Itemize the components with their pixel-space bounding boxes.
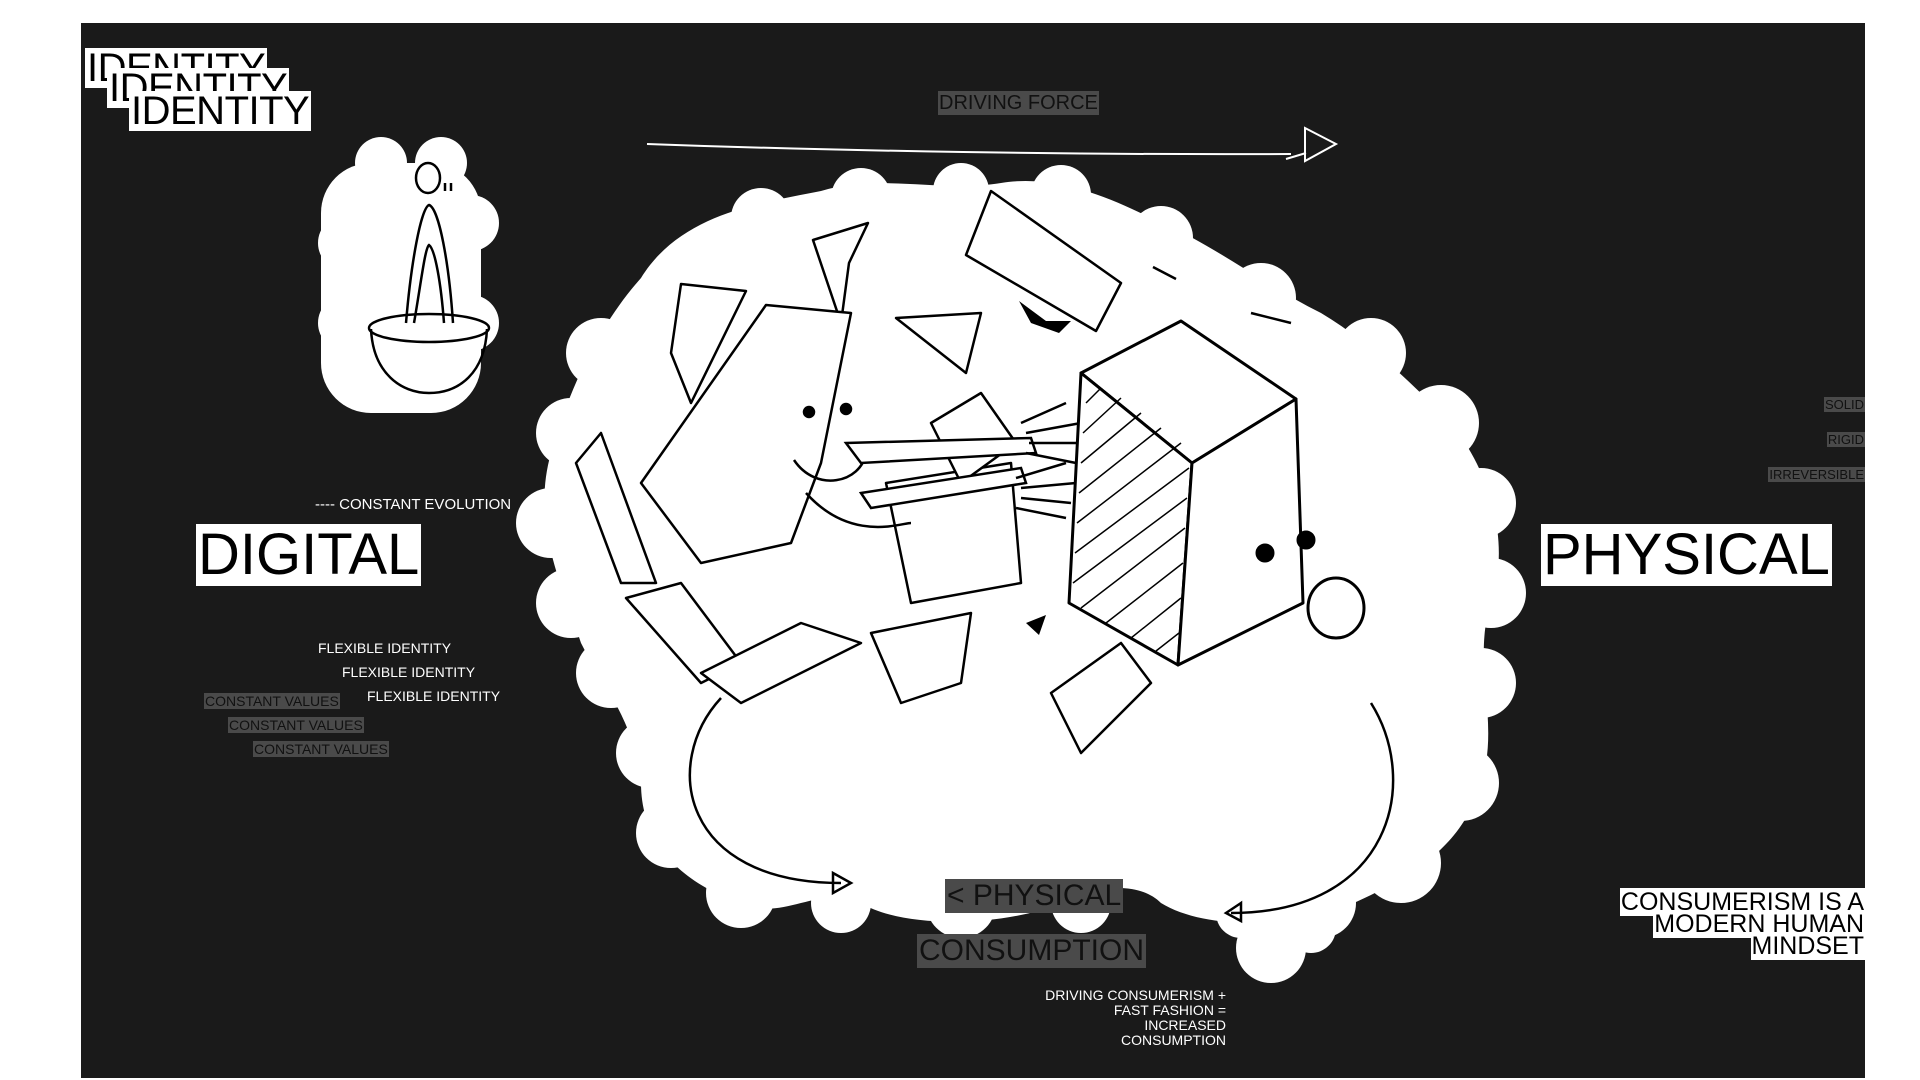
small-bird-shape [1019,301,1071,635]
trait-solid: SOLID [1823,397,1865,412]
flexible-identity-3: FLEXIBLE IDENTITY [367,688,501,704]
digital-label: DIGITAL [196,522,422,587]
physical-label: PHYSICAL [1541,522,1832,587]
consumerism-line-3: MINDSET [1750,932,1865,960]
illustration-canvas [318,126,1526,983]
whiteboard-canvas: IDENTITY IDENTITY IDENTITY DRIVING FORCE… [81,23,1865,1078]
constant-values-3: CONSTANT VALUES [253,741,389,757]
person-cloud-blob [318,137,499,413]
driving-consumerism-line-2: FAST FASHION = [1113,1002,1226,1018]
trait-irreversible: IRREVERSIBLE [1768,467,1865,482]
driving-consumerism-line-1: DRIVING CONSUMERISM + [1045,987,1226,1003]
driving-consumerism-note: DRIVING CONSUMERISM + FAST FASHION = INC… [1001,988,1226,1048]
physical-consumption-line-2: CONSUMPTION [917,934,1146,968]
flexible-identity-1: FLEXIBLE IDENTITY [318,640,452,656]
broken-shards [574,189,1292,755]
constant-values-2: CONSTANT VALUES [228,717,364,733]
driving-consumerism-line-3: INCREASED [1144,1017,1226,1033]
consumerism-statement: CONSUMERISM IS A MODERN HUMAN MINDSET [1619,888,1865,960]
person-on-bowl-icon [367,161,491,395]
creature-arms [843,401,1082,520]
cycle-arrows [688,697,1395,924]
trait-rigid: RIGID [1826,432,1865,447]
driving-consumerism-line-4: CONSUMPTION [1121,1032,1226,1048]
physical-consumption-line-1: < PHYSICAL [945,879,1124,913]
identity-word-3: IDENTITY [129,89,312,133]
cube-icon [1067,319,1366,667]
flexible-identity-2: FLEXIBLE IDENTITY [342,664,476,680]
constant-values-1: CONSTANT VALUES [204,693,340,709]
driving-force-label: DRIVING FORCE [938,91,1099,115]
constant-evolution-label: ---- CONSTANT EVOLUTION [315,496,512,513]
driving-force-arrow [646,126,1339,163]
